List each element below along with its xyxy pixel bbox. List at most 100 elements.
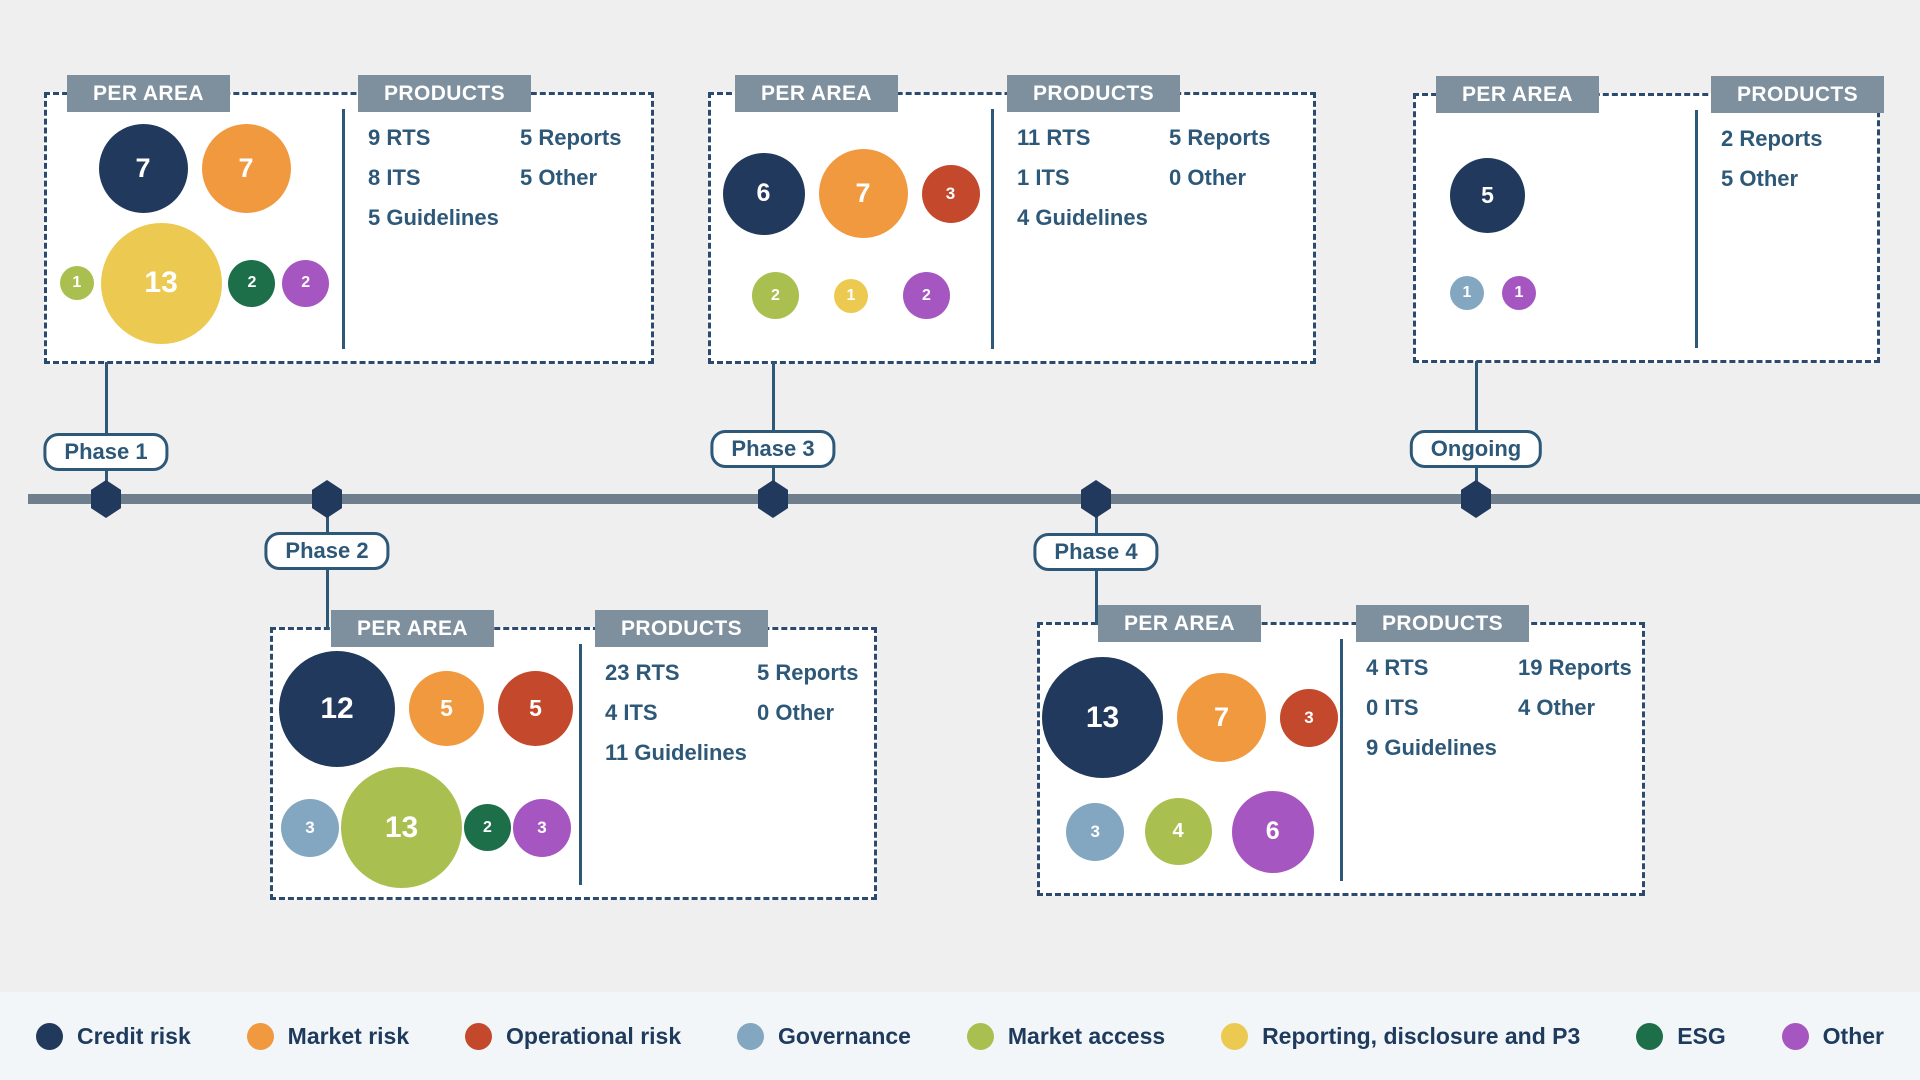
product-item: 4 Other	[1518, 695, 1632, 720]
timeline-marker-phase2	[312, 480, 342, 518]
legend-item-market_access: Market access	[966, 1022, 1165, 1050]
legend-item-other: Other	[1781, 1022, 1884, 1050]
per-area-label: PER AREA	[735, 75, 898, 112]
product-type: ITS	[1035, 165, 1070, 190]
per-area-label: PER AREA	[1098, 605, 1261, 642]
bubble-operational: 5	[498, 671, 573, 747]
operational-color-dot	[465, 1022, 493, 1050]
product-item: 23 RTS	[605, 660, 757, 685]
bubble-market_access: 1	[59, 266, 94, 301]
legend-label: Governance	[778, 1022, 911, 1049]
per-area-products-divider	[342, 109, 345, 349]
bubble-governance: 3	[281, 798, 339, 857]
legend-item-reporting: Reporting, disclosure and P3	[1221, 1022, 1581, 1050]
timeline-marker-phase4	[1081, 480, 1111, 518]
bubble-market_access: 13	[341, 767, 462, 889]
bubble-reporting: 1	[834, 278, 868, 313]
bubble-credit: 13	[1042, 657, 1163, 779]
product-item: 0 ITS	[1366, 695, 1518, 720]
per-area-products-divider	[579, 644, 582, 885]
product-item: 1 ITS	[1017, 165, 1169, 190]
product-item: 5 Reports	[1169, 125, 1271, 150]
bubble-other: 3	[513, 798, 571, 857]
per-area-label: PER AREA	[1436, 76, 1599, 113]
other-color-dot	[1781, 1022, 1809, 1050]
timeline-marker-phase3	[758, 480, 788, 518]
product-type: RTS	[1046, 125, 1091, 150]
legend-label: ESG	[1677, 1022, 1726, 1049]
product-item: 9 Guidelines	[1366, 735, 1518, 760]
bubble-credit: 7	[98, 124, 188, 214]
market-color-dot	[246, 1022, 274, 1050]
bubble-market: 7	[201, 124, 291, 214]
product-type: Other	[1187, 165, 1247, 190]
product-type: Reports	[775, 660, 859, 685]
product-item: 0 Other	[1169, 165, 1271, 190]
product-count: 8	[368, 165, 381, 190]
bubble-market_access: 4	[1144, 798, 1212, 866]
product-count: 9	[368, 125, 381, 150]
per-area-label: PER AREA	[331, 610, 494, 647]
phase-pill-phase1: Phase 1	[43, 433, 169, 471]
bubble-market_access: 2	[752, 272, 799, 319]
bubble-other: 2	[903, 272, 950, 319]
legend-label: Reporting, disclosure and P3	[1262, 1022, 1581, 1049]
product-type: Guidelines	[634, 740, 747, 765]
per-area-products-divider	[1340, 639, 1343, 881]
timeline-marker-phase1	[91, 480, 121, 518]
product-type: Other	[775, 700, 835, 725]
product-item: 4 ITS	[605, 700, 757, 725]
products-label: PRODUCTS	[595, 610, 769, 647]
product-item: 8 ITS	[368, 165, 520, 190]
product-item: 4 RTS	[1366, 655, 1518, 680]
esg-color-dot	[1636, 1022, 1664, 1050]
product-count: 4	[1366, 655, 1379, 680]
products-label: PRODUCTS	[1356, 605, 1530, 642]
bubble-operational: 3	[921, 164, 980, 223]
product-item: 11 Guidelines	[605, 740, 757, 765]
bubble-row: 5	[1422, 158, 1689, 234]
per-area-products-divider	[991, 109, 994, 349]
product-item: 5 Reports	[520, 125, 622, 150]
product-count: 9	[1366, 735, 1379, 760]
product-type: Reports	[1187, 125, 1271, 150]
phase-pill-ongoing: Ongoing	[1409, 430, 1543, 468]
product-count: 5	[520, 165, 533, 190]
bubble-reporting: 13	[100, 222, 222, 344]
product-type: Other	[1536, 695, 1596, 720]
product-item: 5 Reports	[757, 660, 859, 685]
product-count: 1	[1017, 165, 1030, 190]
legend-item-governance: Governance	[737, 1022, 911, 1050]
product-item: 19 Reports	[1518, 655, 1632, 680]
bubble-other: 6	[1231, 790, 1314, 873]
bubble-credit: 6	[722, 152, 805, 235]
legend-item-market: Market risk	[246, 1022, 409, 1050]
product-count: 5	[1721, 166, 1734, 191]
products-left: 23 RTS 4 ITS 11 Guidelines	[605, 660, 757, 780]
phase-pill-phase2: Phase 2	[264, 532, 390, 570]
product-count: 4	[605, 700, 618, 725]
legend-item-operational: Operational risk	[465, 1022, 681, 1050]
product-count: 11	[605, 740, 629, 765]
timeline-marker-ongoing	[1461, 480, 1491, 518]
products-label: PRODUCTS	[1711, 76, 1885, 113]
products-right: 19 Reports 4 Other	[1518, 655, 1632, 775]
